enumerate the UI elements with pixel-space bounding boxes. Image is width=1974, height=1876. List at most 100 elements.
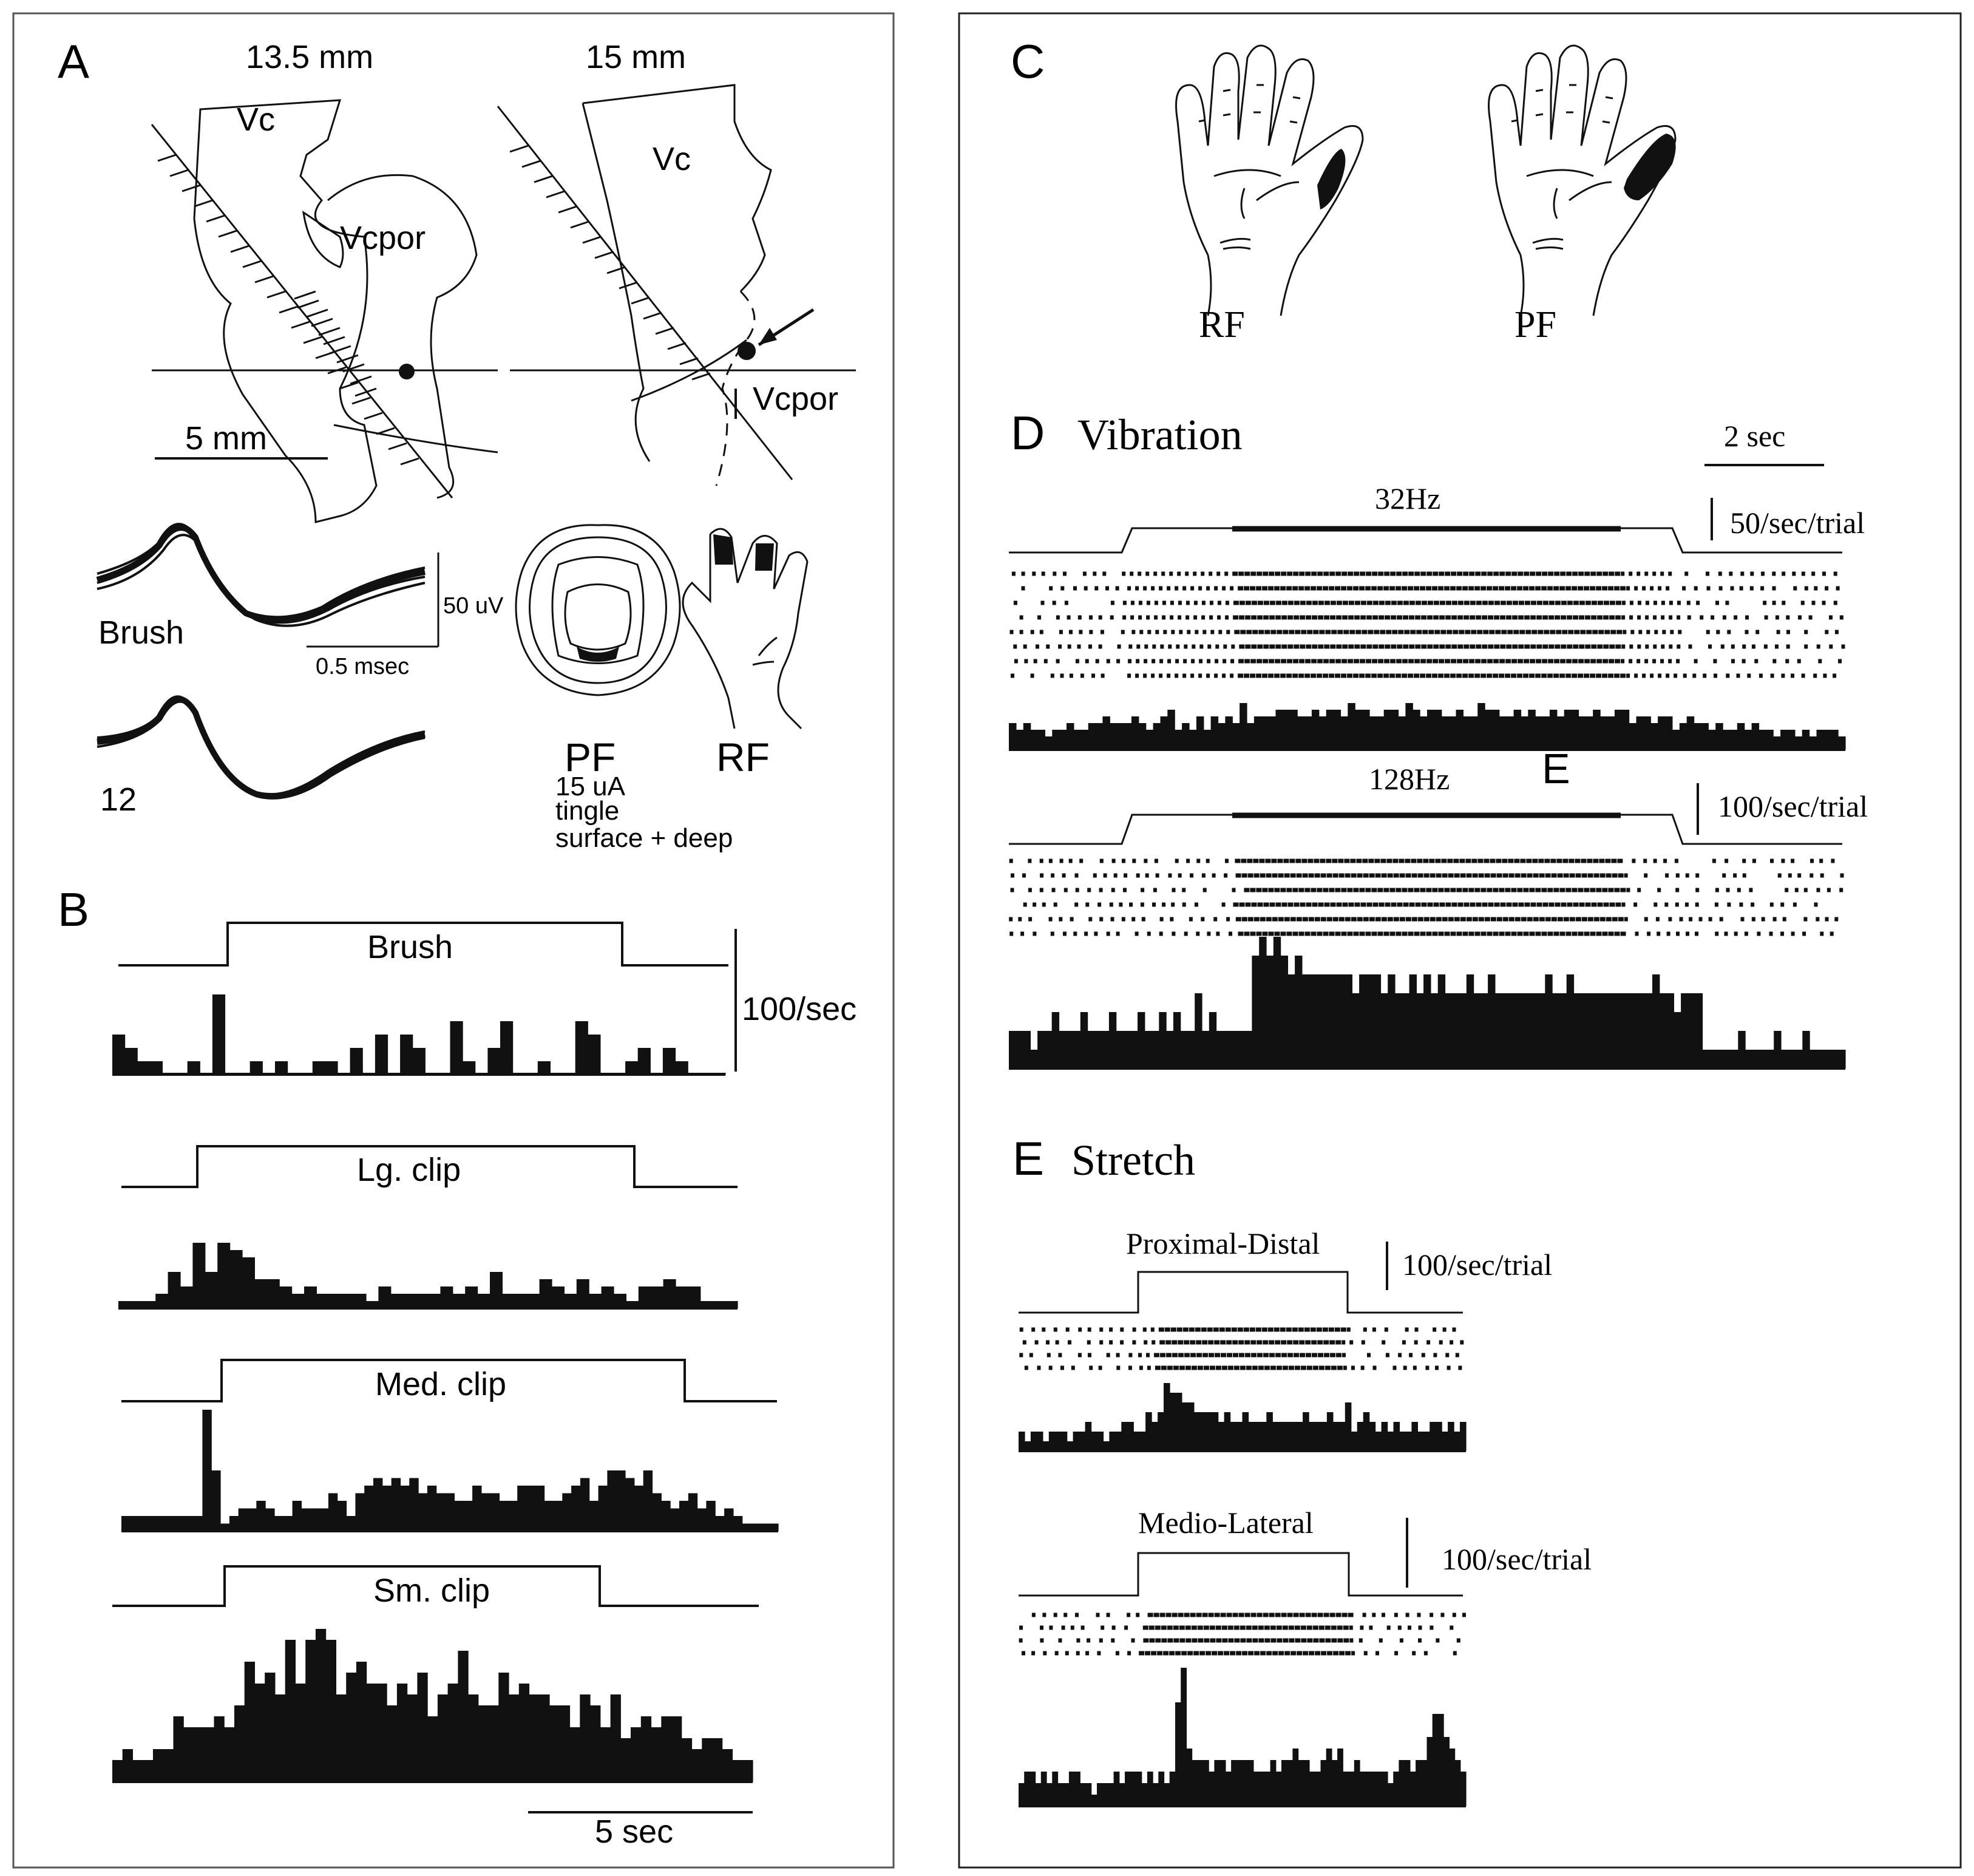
recording-site-marker-left xyxy=(399,364,415,379)
histogram-bin xyxy=(1139,1432,1146,1451)
stimulus-trace xyxy=(112,1565,759,1607)
histogram-bin xyxy=(1393,1422,1400,1451)
histogram-bin xyxy=(1189,730,1197,750)
histogram-bin xyxy=(1609,993,1617,1069)
histogram-bin xyxy=(1348,1772,1355,1806)
histogram-bin xyxy=(375,1035,388,1075)
histogram-bin xyxy=(122,1749,133,1782)
histogram-bin xyxy=(1295,956,1303,1069)
stimulus-label: Lg. clip xyxy=(357,1152,461,1188)
histogram-bin xyxy=(1355,710,1363,750)
histogram-bin xyxy=(1141,1783,1148,1806)
histogram-bin xyxy=(428,1294,441,1308)
right-panel-frame xyxy=(958,12,1962,1869)
histogram-bin xyxy=(454,1501,464,1531)
histogram-bin xyxy=(412,1048,426,1075)
histogram-bin xyxy=(1823,730,1831,750)
histogram-bin xyxy=(1212,1412,1219,1451)
panel-d-title: Vibration xyxy=(1077,410,1243,459)
recording-site-marker-right xyxy=(738,342,756,360)
histogram-bin xyxy=(1672,730,1680,750)
histogram-bin xyxy=(1427,710,1435,750)
histogram-bin xyxy=(1080,730,1089,750)
histogram-bin xyxy=(576,1279,589,1308)
histogram-bin xyxy=(417,1673,428,1782)
histogram-bin xyxy=(1237,1031,1246,1069)
histogram-bin xyxy=(588,1035,601,1075)
pf-label-a: PF xyxy=(565,735,616,780)
histogram-bin xyxy=(1281,1760,1287,1806)
histogram-bin xyxy=(724,1508,734,1531)
histogram-bin xyxy=(1225,1772,1232,1806)
histogram-bin xyxy=(1816,730,1824,750)
histogram-bin xyxy=(1380,993,1388,1069)
histogram-bin xyxy=(1452,993,1460,1069)
histogram-bin xyxy=(1823,1050,1832,1069)
histogram-bin xyxy=(1097,1432,1104,1451)
right-thalamic-section xyxy=(497,84,856,486)
histogram-bin xyxy=(1437,1714,1444,1806)
histogram-bin xyxy=(1434,710,1442,750)
histogram-bin xyxy=(1097,1783,1103,1806)
histogram-bin xyxy=(638,1286,651,1308)
histogram-bin xyxy=(1674,1012,1681,1069)
histogram-bin xyxy=(468,1694,479,1782)
hand-drawing-pf-c xyxy=(1488,44,1677,316)
histogram-bin xyxy=(409,1478,419,1531)
histogram-bin xyxy=(1266,956,1274,1069)
histogram-bin xyxy=(477,1294,490,1308)
nucleus-vc-left: Vc xyxy=(237,101,275,138)
histogram-bin xyxy=(1159,1012,1167,1069)
rate-scale-label: 100/sec/trial xyxy=(1442,1542,1592,1576)
histogram-bin xyxy=(1242,1412,1249,1451)
histogram-bin xyxy=(1513,710,1522,750)
histogram-bin xyxy=(346,1673,357,1782)
histogram-bin xyxy=(1309,974,1317,1069)
histogram-bin xyxy=(1766,730,1774,750)
histogram-bin xyxy=(481,1493,491,1531)
stretch-proximal-distal: Proximal-Distal 100/sec/trial xyxy=(1019,1226,1552,1452)
histogram-bin xyxy=(1192,1760,1198,1806)
histogram-bin xyxy=(1230,1031,1238,1069)
histogram-bin xyxy=(1423,974,1431,1069)
histogram-bin xyxy=(292,1501,302,1531)
histogram-bin xyxy=(391,1478,401,1531)
histogram-bin xyxy=(366,1301,379,1308)
histogram-bin xyxy=(1578,716,1586,750)
histogram-bin xyxy=(625,1478,635,1531)
histogram-bin xyxy=(1687,993,1696,1069)
histogram-bin xyxy=(1169,1772,1176,1806)
histogram-bin xyxy=(279,1286,293,1308)
histogram-bin xyxy=(1393,1772,1399,1806)
histogram-bin xyxy=(1270,1760,1277,1806)
histogram-bin xyxy=(564,1294,577,1308)
histogram-bin xyxy=(1197,1760,1204,1806)
histogram-bin xyxy=(1362,710,1370,750)
histogram-bin xyxy=(1085,1422,1092,1451)
left-thalamic-section xyxy=(151,99,498,523)
histogram-bin xyxy=(1186,1749,1193,1806)
histogram-bin xyxy=(751,1523,761,1531)
histogram-bin xyxy=(1088,723,1096,750)
histogram-bin xyxy=(1045,736,1053,750)
histogram-bin xyxy=(1170,1393,1176,1451)
histogram-bin xyxy=(295,1684,306,1782)
panel-a-letter: A xyxy=(58,35,89,88)
histogram-bin xyxy=(1621,710,1630,750)
histogram-bin xyxy=(1738,1031,1746,1069)
histogram-bin xyxy=(1080,1783,1087,1806)
histogram-bin xyxy=(1091,1432,1098,1451)
histogram-bin xyxy=(508,1501,518,1531)
histogram-bin xyxy=(681,1738,693,1782)
panel-d: D Vibration 2 sec 32Hz 50/sec/trial E 12… xyxy=(1009,406,1868,1070)
histogram-bin xyxy=(1085,1783,1092,1806)
histogram-bin xyxy=(670,1508,680,1531)
histogram-bin xyxy=(1371,1772,1377,1806)
hand-drawing-rf-c xyxy=(1175,44,1364,316)
histogram-bin xyxy=(601,1286,614,1308)
histogram-bin xyxy=(1773,736,1781,750)
histogram-bin xyxy=(498,1673,509,1782)
histogram-bin xyxy=(1382,1772,1388,1806)
stimulus-trace xyxy=(121,1359,777,1402)
